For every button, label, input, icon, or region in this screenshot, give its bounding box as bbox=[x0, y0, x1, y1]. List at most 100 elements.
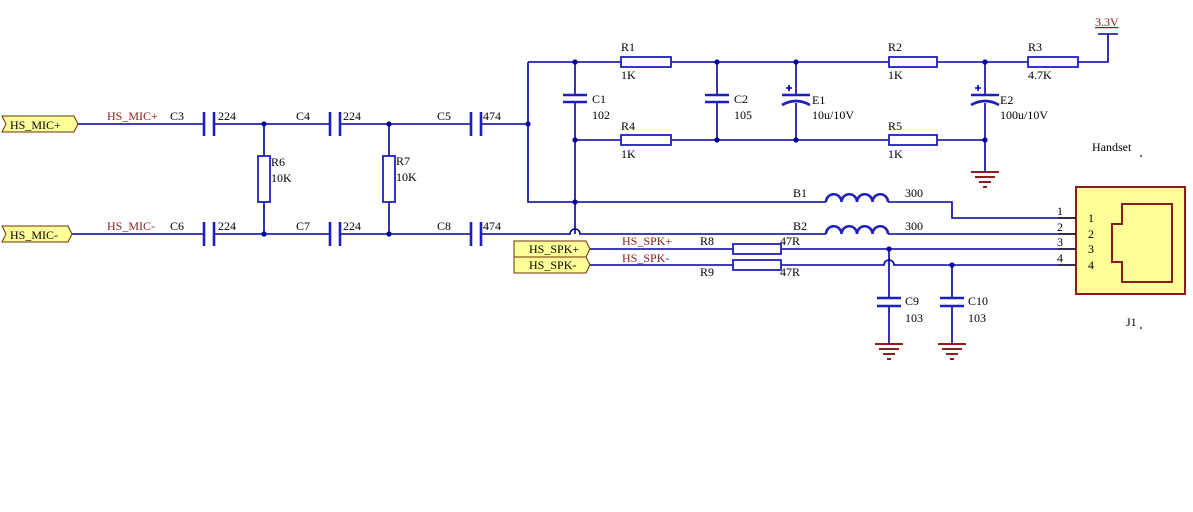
svg-text:224: 224 bbox=[218, 219, 236, 233]
ground-symbol-e2 bbox=[971, 171, 999, 188]
svg-text:C2: C2 bbox=[734, 92, 748, 106]
svg-text:47R: 47R bbox=[780, 234, 800, 248]
port-hs-spk-minus: HS_SPK- bbox=[513, 256, 591, 274]
svg-text:10K: 10K bbox=[396, 170, 417, 184]
svg-text:1K: 1K bbox=[888, 147, 903, 161]
electrolytic-capacitor-e1: E1 10u/10V bbox=[781, 85, 854, 122]
svg-text:R8: R8 bbox=[700, 234, 714, 248]
ferrite-bead-b2: B2 300 bbox=[793, 219, 923, 235]
capacitor-c2: C2 105 bbox=[705, 92, 752, 122]
capacitor-c5: C5 474 bbox=[437, 109, 501, 136]
svg-text:B1: B1 bbox=[793, 186, 807, 200]
svg-text:B2: B2 bbox=[793, 219, 807, 233]
svg-text:47R: 47R bbox=[780, 265, 800, 279]
ground-symbol-c9 bbox=[875, 343, 903, 360]
resistor-r3: R3 4.7K bbox=[1027, 40, 1079, 82]
svg-text:R4: R4 bbox=[621, 119, 635, 133]
capacitor-c6: C6 224 bbox=[170, 219, 236, 246]
svg-text:E1: E1 bbox=[812, 93, 825, 107]
ground-symbol-c10 bbox=[938, 343, 966, 360]
svg-text:1K: 1K bbox=[621, 147, 636, 161]
svg-text:R9: R9 bbox=[700, 265, 714, 279]
connector-name: Handset bbox=[1092, 140, 1132, 154]
svg-text:105: 105 bbox=[734, 108, 752, 122]
svg-text:C5: C5 bbox=[437, 109, 451, 123]
svg-text:4.7K: 4.7K bbox=[1028, 68, 1052, 82]
svg-text:R2: R2 bbox=[888, 40, 902, 54]
svg-text:HS_SPK+: HS_SPK+ bbox=[529, 242, 579, 256]
electrolytic-capacitor-e2: E2 100u/10V bbox=[970, 85, 1048, 122]
pin-number-3: 3 bbox=[1088, 242, 1094, 256]
svg-text:474: 474 bbox=[483, 109, 501, 123]
svg-text:C1: C1 bbox=[592, 92, 606, 106]
svg-text:HS_MIC+: HS_MIC+ bbox=[10, 118, 61, 132]
svg-text:R7: R7 bbox=[396, 154, 410, 168]
svg-text:E2: E2 bbox=[1000, 93, 1013, 107]
capacitor-c9: C9 103 bbox=[877, 294, 923, 325]
pin-label-1: 1 bbox=[1057, 204, 1063, 218]
svg-text:102: 102 bbox=[592, 108, 610, 122]
svg-text:474: 474 bbox=[483, 219, 501, 233]
power-3v3: 3.3V bbox=[1095, 15, 1119, 29]
svg-text:300: 300 bbox=[905, 186, 923, 200]
svg-text:103: 103 bbox=[968, 311, 986, 325]
svg-text:HS_MIC+: HS_MIC+ bbox=[107, 109, 158, 123]
resistor-r7: R7 10K bbox=[382, 154, 417, 203]
svg-text:HS_SPK+: HS_SPK+ bbox=[622, 234, 672, 248]
svg-text:10u/10V: 10u/10V bbox=[812, 108, 854, 122]
svg-text:C9: C9 bbox=[905, 294, 919, 308]
svg-text:1K: 1K bbox=[621, 68, 636, 82]
svg-text:1K: 1K bbox=[888, 68, 903, 82]
svg-text:100u/10V: 100u/10V bbox=[1000, 108, 1048, 122]
capacitor-c8: C8 474 bbox=[437, 219, 501, 246]
svg-text:C8: C8 bbox=[437, 219, 451, 233]
resistor-r6: R6 10K bbox=[257, 155, 292, 203]
port-hs-mic-plus: HS_MIC+ bbox=[1, 115, 79, 133]
pin-number-4: 4 bbox=[1088, 258, 1094, 272]
svg-text:HS_MIC-: HS_MIC- bbox=[10, 228, 58, 242]
connector-ref: J1 bbox=[1126, 315, 1137, 329]
svg-text:300: 300 bbox=[905, 219, 923, 233]
svg-text:C4: C4 bbox=[296, 109, 310, 123]
resistor-r4: R4 1K bbox=[620, 119, 672, 161]
ferrite-bead-b1: B1 300 bbox=[793, 186, 923, 203]
svg-text:HS_MIC-: HS_MIC- bbox=[107, 219, 155, 233]
port-hs-spk-plus: HS_SPK+ bbox=[513, 240, 591, 258]
svg-text:103: 103 bbox=[905, 311, 923, 325]
capacitor-c7: C7 224 bbox=[296, 219, 361, 246]
resistor-r5: R5 1K bbox=[888, 119, 938, 161]
svg-text:224: 224 bbox=[218, 109, 236, 123]
svg-text:R6: R6 bbox=[271, 155, 285, 169]
svg-text:R1: R1 bbox=[621, 40, 635, 54]
svg-text:C6: C6 bbox=[170, 219, 184, 233]
svg-text:HS_SPK-: HS_SPK- bbox=[622, 251, 669, 265]
connector-j1: 1 2 3 4 1 2 3 4 Handset J1 bbox=[1057, 140, 1186, 329]
net-labels: HS_MIC+ HS_MIC- HS_SPK+ HS_SPK- bbox=[107, 109, 672, 265]
svg-text:C10: C10 bbox=[968, 294, 988, 308]
resistor-r2: R2 1K bbox=[888, 40, 938, 82]
pin-number-2: 2 bbox=[1088, 227, 1094, 241]
svg-text:R3: R3 bbox=[1028, 40, 1042, 54]
svg-text:HS_SPK-: HS_SPK- bbox=[529, 258, 576, 272]
capacitor-c3: C3 224 bbox=[170, 109, 236, 136]
pin-label-3: 3 bbox=[1057, 235, 1063, 249]
svg-text:C3: C3 bbox=[170, 109, 184, 123]
resistor-r1: R1 1K bbox=[620, 40, 672, 82]
svg-text:C7: C7 bbox=[296, 219, 310, 233]
pin-label-2: 2 bbox=[1057, 220, 1063, 234]
pin-label-4: 4 bbox=[1057, 251, 1063, 265]
capacitor-c4: C4 224 bbox=[296, 109, 361, 136]
resistor-r9: R9 47R bbox=[700, 259, 800, 279]
svg-text:3.3V: 3.3V bbox=[1095, 15, 1119, 29]
capacitor-c1: C1 102 bbox=[563, 92, 610, 122]
svg-text:10K: 10K bbox=[271, 171, 292, 185]
port-hs-mic-minus: HS_MIC- bbox=[1, 225, 73, 243]
pin-number-1: 1 bbox=[1088, 211, 1094, 225]
resistor-r8: R8 47R bbox=[700, 234, 800, 255]
svg-text:224: 224 bbox=[343, 219, 361, 233]
svg-text:R5: R5 bbox=[888, 119, 902, 133]
junctions bbox=[261, 59, 988, 268]
capacitor-c10: C10 103 bbox=[940, 294, 988, 325]
svg-text:224: 224 bbox=[343, 109, 361, 123]
